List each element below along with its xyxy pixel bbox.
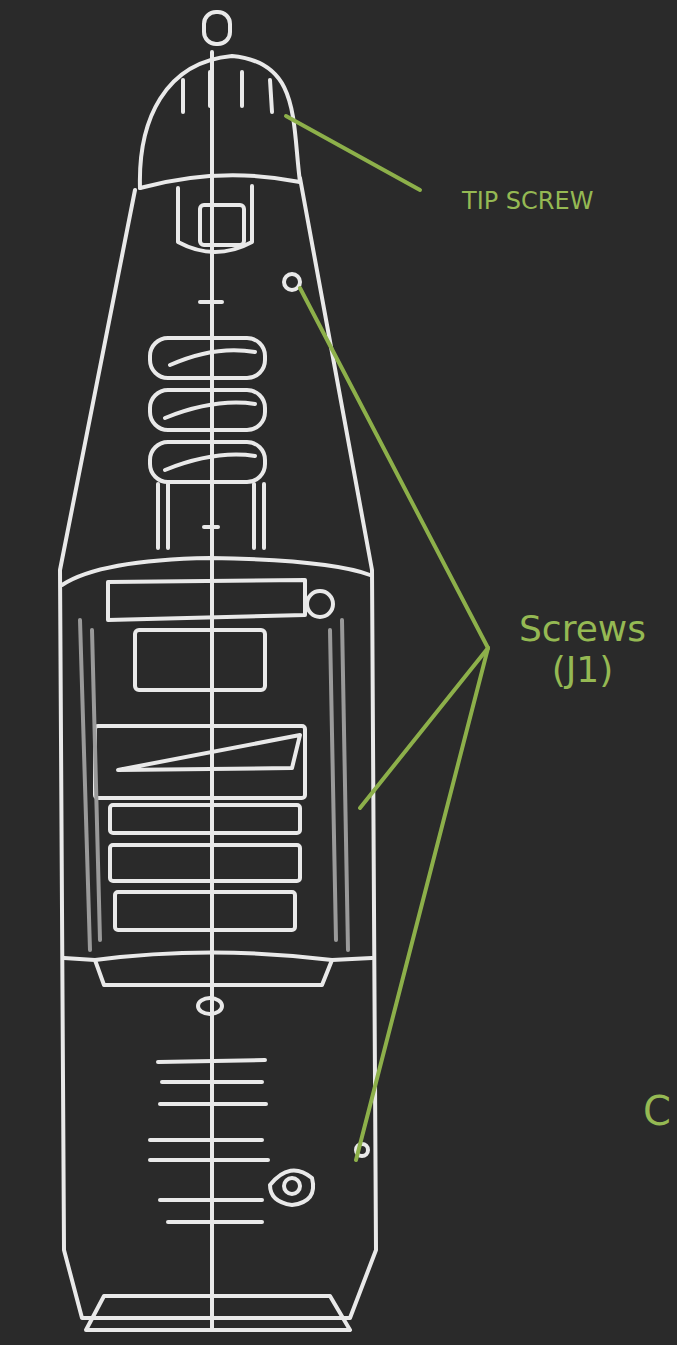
device-outline [60, 12, 376, 1330]
part-label: TIP SCREW [462, 188, 612, 216]
cut-label: C [643, 1088, 673, 1134]
part-label: Screws (J1) [500, 608, 665, 691]
leader-lines [286, 116, 488, 1160]
